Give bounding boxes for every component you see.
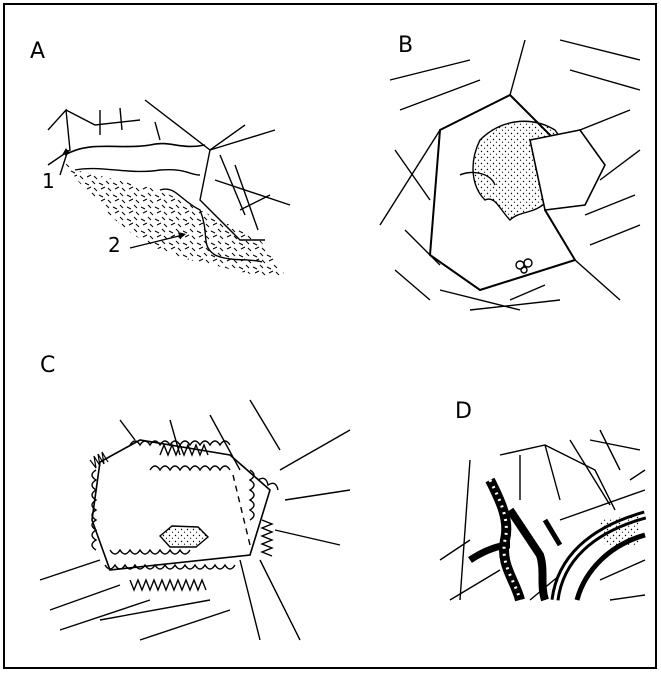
panel-b: B [380,33,640,310]
panel-c: C [40,353,350,640]
panel-label-d: D [455,399,472,424]
panel-a: A 1 2 [30,39,290,276]
callout-2: 2 [108,233,121,257]
figure-frame [4,4,656,668]
panel-label-b: B [398,33,413,58]
panel-label-a: A [30,39,45,64]
callout-1: 1 [42,169,55,193]
panel-label-c: C [40,353,55,378]
panel-d: D [440,399,645,600]
